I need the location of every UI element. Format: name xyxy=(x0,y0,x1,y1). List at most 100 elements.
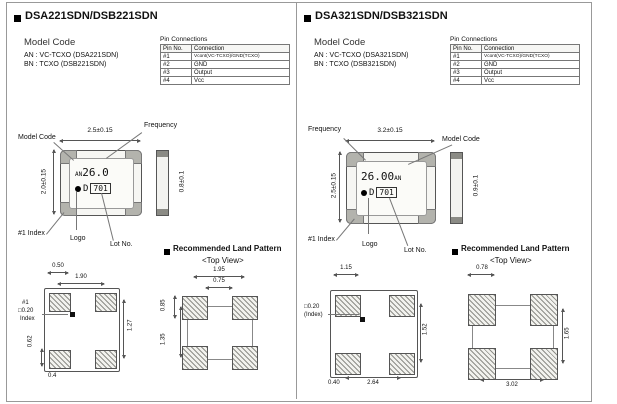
index-word-label: Index xyxy=(20,316,35,322)
frequency-callout: Frequency xyxy=(308,126,342,133)
index-callout: #1 Index xyxy=(18,230,45,237)
bottom-pad xyxy=(95,293,117,312)
pin-table-header-row: Pin No. Connection xyxy=(160,44,290,53)
pin-conn: Vcc xyxy=(481,76,580,85)
pin-no: #1 xyxy=(160,52,192,61)
side-pad xyxy=(157,151,168,157)
land-pattern-heading: Recommended Land Pattern xyxy=(173,244,282,253)
land-upper-dim: 0.85 xyxy=(160,299,167,312)
index-mark xyxy=(70,312,75,317)
pin-connections-title: Pin Connections xyxy=(450,36,498,43)
land-pad xyxy=(182,296,208,320)
marking-lot-no: 701 xyxy=(376,187,397,198)
section-bullet-icon xyxy=(304,15,311,22)
dim-line xyxy=(193,274,245,279)
width-dim-label: 3.2±0.15 xyxy=(377,127,403,134)
side-pad xyxy=(451,153,462,159)
marking-frequency: 26.00 xyxy=(361,170,395,183)
dim-line xyxy=(345,375,401,380)
model-code-heading: Model Code xyxy=(24,37,76,48)
bottom-pad xyxy=(335,295,361,317)
marking-lot-prefix: D xyxy=(83,183,89,194)
land-inner-dim: 0.75 xyxy=(213,278,225,284)
bottom-pad xyxy=(49,293,71,312)
pad-pitch-dim: 1.90 xyxy=(75,274,87,280)
logo-callout: Logo xyxy=(362,241,378,248)
land-pattern-heading: Recommended Land Pattern xyxy=(461,244,570,253)
marking-model-code: AN xyxy=(394,175,402,182)
model-code-callout: Model Code xyxy=(18,134,56,141)
index-dot-icon xyxy=(75,185,81,192)
height-dim-label: 2.0±0.15 xyxy=(40,168,48,195)
corner-dim-label: 0.40 xyxy=(328,380,340,386)
model-code-line-bn: BN : TCXO (DSB321SDN) xyxy=(314,61,397,68)
conn-col-header: Connection xyxy=(481,44,580,53)
package-side-view xyxy=(450,152,463,224)
model-code-line-an: AN : VC-TCXO (DSA221SDN) xyxy=(24,52,119,59)
thickness-dim-label: 0.8±0.1 xyxy=(178,170,186,193)
dim-line xyxy=(205,285,233,290)
dim-line xyxy=(121,299,126,359)
land-pad xyxy=(530,348,558,380)
frequency-callout: Frequency xyxy=(144,122,178,129)
pin-no: #4 xyxy=(450,76,482,85)
pin-conn: Output xyxy=(191,68,290,77)
pin-no: #1 xyxy=(450,52,482,61)
panel-title: DSA321SDN/DSB321SDN xyxy=(315,10,448,22)
index-word-label: (Index) xyxy=(304,312,323,318)
pin-conn: Output xyxy=(481,68,580,77)
dim-line xyxy=(57,281,105,286)
height-dim-line xyxy=(337,151,342,223)
height-dim-label: 2.5±0.15 xyxy=(330,172,338,199)
right-dim-label: 1.52 xyxy=(422,323,429,336)
package-lid xyxy=(356,161,427,216)
bottom-dim-label: 2.64 xyxy=(367,380,379,386)
bottom-pad xyxy=(335,353,361,375)
leader-line xyxy=(42,314,68,315)
top-view-label: <Top View> xyxy=(202,256,244,265)
land-pad xyxy=(468,348,496,380)
land-pad-dim: 0.78 xyxy=(476,265,488,271)
dim-line xyxy=(560,308,565,364)
pin-no: #4 xyxy=(160,76,192,85)
dim-line xyxy=(172,295,177,319)
package-outline xyxy=(472,305,554,369)
index-callout: #1 Index xyxy=(308,236,335,243)
right-dim-label: 1.27 xyxy=(127,319,134,332)
pad-width-dim: 0.50 xyxy=(52,263,64,269)
bottom-pad xyxy=(95,350,117,369)
model-code-line-bn: BN : TCXO (DSB221SDN) xyxy=(24,61,107,68)
index-dot-icon xyxy=(361,189,367,196)
index-size-label: □0.20 xyxy=(18,308,34,314)
thickness-dim-label: 0.9±0.1 xyxy=(472,174,480,197)
index-pin-label: #1 xyxy=(22,300,29,306)
width-dim-label: 2.5±0.15 xyxy=(87,127,113,134)
land-right-dim: 1.65 xyxy=(564,327,571,340)
side-pad xyxy=(157,209,168,215)
leader-line xyxy=(328,314,359,315)
bottom-dim-label: 0.4 xyxy=(48,373,57,379)
package-side-view xyxy=(156,150,169,216)
land-pad xyxy=(182,346,208,370)
panel-dsa221sdn: DSA221SDN/DSB221SDN Model Code AN : VC-T… xyxy=(14,8,298,396)
land-pad xyxy=(468,294,496,326)
pad-width-dim: 1.15 xyxy=(340,265,352,271)
pin-table-header-row: Pin No. Connection xyxy=(450,44,580,53)
leader-line xyxy=(368,198,369,234)
logo-callout: Logo xyxy=(70,235,86,242)
package-bottom-view xyxy=(330,290,418,378)
bottom-pad xyxy=(389,353,415,375)
pin-no: #3 xyxy=(450,68,482,77)
pin-conn: GND xyxy=(191,60,290,69)
model-code-heading: Model Code xyxy=(314,37,366,48)
pin-conn: Vcont(VC-TCXO)/GND(TCXO) xyxy=(481,52,580,61)
